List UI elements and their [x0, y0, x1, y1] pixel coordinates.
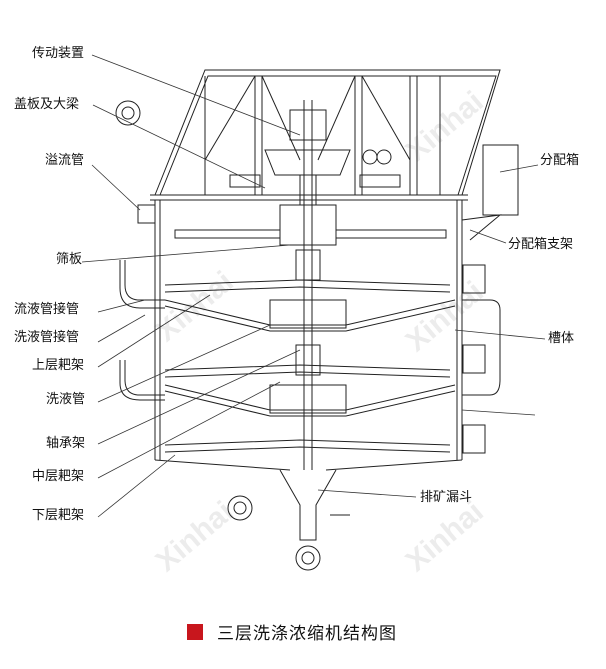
- central-shaft: [295, 100, 321, 470]
- label-wash-pipe: 洗液管: [46, 392, 86, 407]
- caption-marker: [187, 623, 203, 640]
- distribution-box: [461, 144, 519, 454]
- leader-lines: [81, 54, 546, 518]
- label-drive-unit: 传动装置: [32, 46, 85, 61]
- label-bearing-frame: 轴承架: [46, 436, 86, 451]
- label-distribution-box-support: 分配箱支架: [508, 237, 574, 252]
- cover-truss: [150, 69, 501, 201]
- label-cover-beam: 盖板及大梁: [14, 97, 80, 112]
- label-lower-rake: 下层耙架: [32, 508, 85, 523]
- tank-body: [154, 200, 463, 471]
- label-tank-body: 槽体: [548, 331, 575, 346]
- label-screen-plate: 筛板: [56, 252, 83, 267]
- label-overflow-pipe: 溢流管: [45, 153, 85, 168]
- label-discharge-funnel: 排矿漏斗: [420, 490, 473, 505]
- label-upper-rake: 上层耙架: [32, 358, 85, 373]
- rake-arms: [164, 279, 456, 453]
- label-middle-rake: 中层耙架: [32, 469, 85, 484]
- wash-pipes: [119, 204, 165, 401]
- label-distribution-box: 分配箱: [540, 153, 580, 168]
- figure-caption: 三层洗涤浓缩机结构图: [187, 619, 397, 644]
- discharge-funnel: [115, 100, 350, 571]
- label-wash-pipe-connector: 洗液管接管: [14, 330, 80, 345]
- caption-text: 三层洗涤浓缩机结构图: [217, 624, 397, 644]
- label-flow-pipe-connector: 流液管接管: [14, 302, 80, 317]
